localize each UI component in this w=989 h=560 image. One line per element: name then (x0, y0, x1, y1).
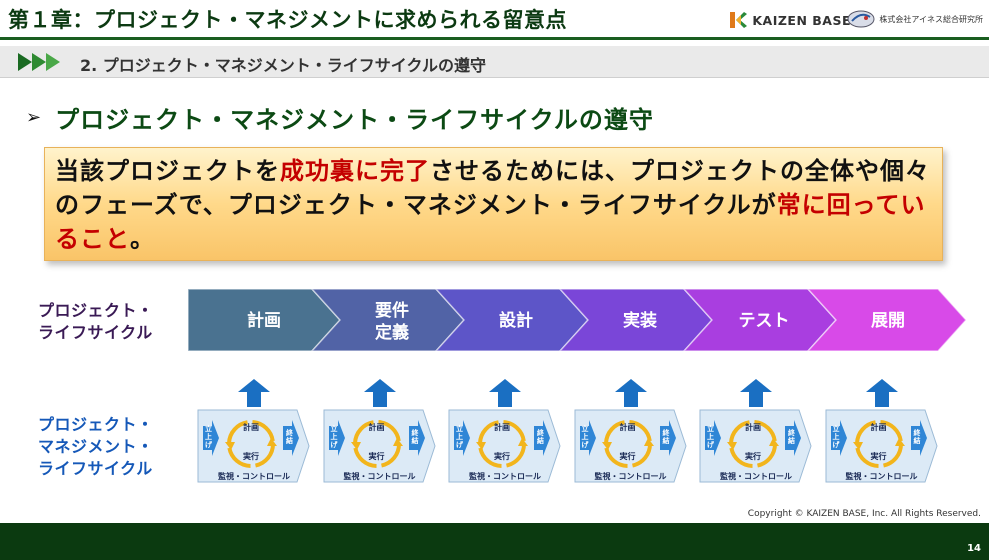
cycle-start-label: 立上げ (581, 425, 589, 449)
brand-name: KAIZEN BASE (752, 12, 851, 28)
cycle-monitor-label: 監視・コントロール (469, 472, 541, 481)
label-line: プロジェクト・ (38, 415, 154, 434)
pm-cycle-diagram: 立上げ 終結 計画実行監視・コントロール (197, 408, 311, 484)
cycle-close-label: 終結 (286, 429, 293, 445)
chapter-title: 第１章：プロジェクト・マネジメントに求められる留意点 (8, 8, 567, 32)
up-arrow-icon (614, 379, 647, 407)
header-divider (0, 37, 989, 40)
heading-text: プロジェクト・マネジメント・ライフサイクルの遵守 (55, 106, 654, 134)
cycle-execute-label: 実行 (243, 452, 259, 461)
message-part: 当該プロジェクトを (55, 157, 280, 185)
label-line: ライフサイクル (38, 459, 153, 478)
label-line: プロジェクト・ (38, 301, 154, 320)
partner-name: 株式会社アイネス総合研究所 (879, 14, 983, 24)
main-heading: ➢ プロジェクト・マネジメント・ライフサイクルの遵守 (26, 100, 654, 135)
message-part: 。 (130, 225, 155, 253)
cycle-plan-label: 計画 (243, 423, 259, 432)
label-line: マネジメント・ (38, 437, 154, 456)
section-title: 2. プロジェクト・マネジメント・ライフサイクルの遵守 (80, 56, 486, 75)
cycle-monitor-label: 監視・コントロール (594, 472, 667, 481)
pm-cycle-diagram: 立上げ 終結 計画実行監視・コントロール (574, 408, 688, 484)
arrow-bullet-icon: ➢ (26, 107, 42, 128)
up-arrow-icon (238, 379, 270, 407)
phase-label: 実装 (623, 310, 657, 331)
cycle-start-label: 立上げ (707, 425, 714, 449)
kaizen-base-logo: KAIZEN BASE (728, 10, 851, 30)
triple-chevron-icon (18, 53, 60, 71)
cycle-plan-label: 計画 (494, 423, 510, 432)
up-arrow-icon (865, 379, 898, 407)
up-arrow-icon (740, 379, 772, 407)
cycle-monitor-label: 監視・コントロール (343, 472, 416, 481)
footer-bar (0, 523, 989, 560)
cycle-graphic (448, 409, 561, 483)
partner-logo: 株式会社アイネス総合研究所 (846, 9, 983, 29)
cycle-start-label: 立上げ (205, 425, 212, 449)
cycle-graphic (699, 409, 812, 483)
phase-label: 展開 (871, 311, 905, 331)
cycle-graphic (323, 409, 436, 483)
phase-label: 要件 (375, 300, 409, 321)
phase-label: 定義 (375, 322, 409, 343)
cycle-close-label: 終結 (411, 429, 419, 445)
pm-cycle-diagram: 立上げ 終結 計画実行監視・コントロール (323, 408, 437, 484)
cycle-plan-label: 計画 (870, 423, 887, 432)
phase-label: 設計 (499, 310, 533, 331)
label-line: ライフサイクル (38, 323, 153, 342)
page-number: 14 (967, 543, 981, 554)
up-arrow-icon (363, 379, 396, 407)
project-lifecycle-label: プロジェクト・ ライフサイクル (38, 300, 154, 344)
phase-chevron (806, 288, 968, 352)
cycle-plan-label: 計画 (619, 423, 636, 432)
pm-cycle-diagram: 立上げ 終結 計画実行監視・コントロール (825, 408, 939, 484)
cycle-start-label: 立上げ (832, 425, 840, 449)
cycle-monitor-label: 監視・コントロール (720, 472, 792, 481)
cycle-execute-label: 実行 (619, 452, 636, 461)
section-bar: 2. プロジェクト・マネジメント・ライフサイクルの遵守 (0, 46, 989, 78)
pm-cycle-diagram: 立上げ 終結 計画実行監視・コントロール (448, 408, 562, 484)
cycle-execute-label: 実行 (494, 452, 510, 461)
cycle-close-label: 終結 (788, 429, 795, 445)
message-highlight: 成功裏に完了 (280, 157, 430, 185)
cycle-graphic (574, 409, 687, 483)
cycle-close-label: 終結 (662, 429, 670, 445)
cycle-execute-label: 実行 (368, 452, 385, 461)
pm-lifecycle-label: プロジェクト・ マネジメント・ ライフサイクル (38, 414, 154, 480)
cycle-monitor-label: 監視・コントロール (218, 472, 290, 481)
key-message: 当該プロジェクトを成功裏に完了させるためには、プロジェクトの全体や個々のフェーズ… (55, 154, 932, 256)
cycle-monitor-label: 監視・コントロール (845, 472, 918, 481)
cycle-graphic (825, 409, 938, 483)
cycle-close-label: 終結 (913, 429, 921, 445)
key-message-box: 当該プロジェクトを成功裏に完了させるためには、プロジェクトの全体や個々のフェーズ… (44, 147, 943, 261)
message-part: させるためには、プロジェクトの全体や個々のフェーズで、プロジェクト・マネジメント… (55, 157, 930, 219)
kaizen-k-icon (730, 12, 748, 28)
message-highlight: 常に回っていること (55, 191, 926, 253)
cycle-execute-label: 実行 (870, 452, 887, 461)
partner-emblem-icon (847, 10, 875, 28)
cycle-close-label: 終結 (537, 429, 544, 445)
cycle-plan-label: 計画 (745, 423, 761, 432)
pm-cycle-diagram: 立上げ 終結 計画実行監視・コントロール (699, 408, 813, 484)
up-arrow-icon (489, 379, 521, 407)
cycle-start-label: 立上げ (330, 425, 338, 449)
phase-label: 計画 (247, 310, 281, 331)
phase-label: テスト (739, 311, 790, 331)
cycle-graphic (197, 409, 310, 483)
slide-header: 第１章：プロジェクト・マネジメントに求められる留意点 KAIZEN BASE 株… (0, 0, 989, 40)
copyright-notice: Copyright © KAIZEN BASE, Inc. All Rights… (747, 509, 981, 519)
cycle-execute-label: 実行 (745, 452, 761, 461)
cycle-plan-label: 計画 (368, 423, 385, 432)
cycle-start-label: 立上げ (456, 425, 463, 449)
